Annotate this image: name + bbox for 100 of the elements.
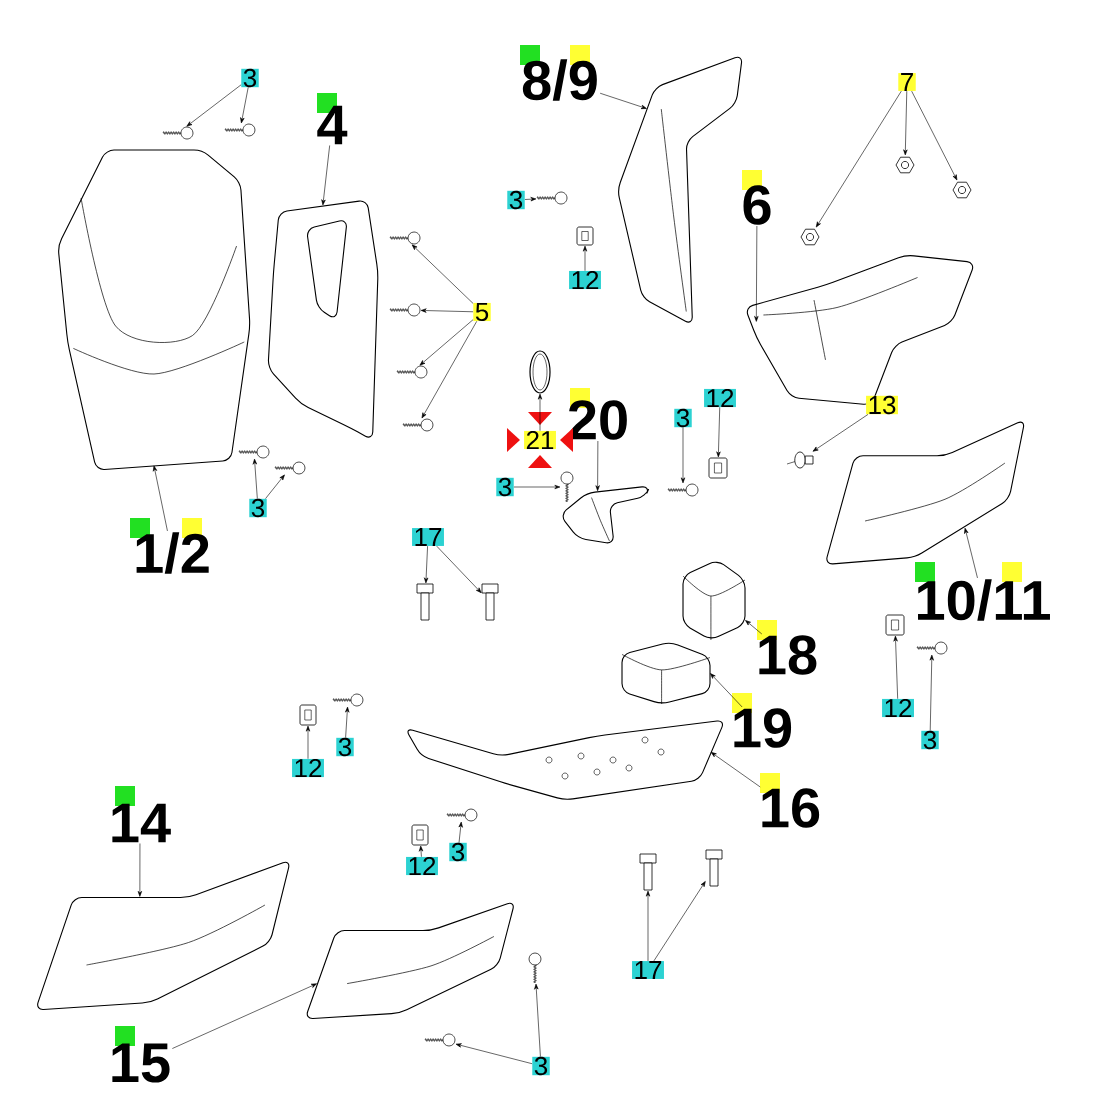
nut-icon	[800, 228, 820, 246]
callout-number: 12	[569, 270, 601, 290]
screw-icon	[224, 123, 256, 137]
screw-icon	[238, 445, 270, 459]
leader-line	[172, 983, 317, 1049]
leader-line	[421, 320, 478, 419]
ring-icon	[529, 350, 551, 394]
callout-number: 17	[632, 961, 664, 979]
nut-icon	[952, 181, 972, 199]
cover-drawing	[618, 56, 743, 323]
bolt-icon	[639, 853, 657, 891]
callout-number: 12	[882, 698, 914, 718]
screw-icon	[916, 641, 948, 655]
leader-line	[653, 881, 706, 962]
screw-icon	[536, 191, 568, 205]
panel-drawing	[37, 861, 290, 1011]
callout-number: 21	[524, 430, 556, 450]
leader-line	[524, 197, 537, 202]
callout-number: 3	[249, 498, 267, 518]
screw-icon	[667, 483, 699, 497]
screw-icon	[162, 126, 194, 140]
leader-line	[645, 890, 651, 962]
leader-line	[964, 527, 978, 579]
callout-number: 12	[292, 758, 324, 778]
panel-drawing	[306, 902, 514, 1020]
leader-line	[455, 1043, 533, 1064]
cover-drawing	[562, 486, 650, 544]
screw-icon	[274, 461, 306, 475]
callout-number: 3	[241, 68, 259, 88]
callout-number: 5	[473, 302, 491, 322]
callout-number: 7	[898, 73, 916, 91]
screw-icon	[560, 471, 574, 503]
leader-line	[424, 545, 429, 584]
leader-line	[812, 414, 869, 452]
leader-line	[152, 465, 168, 532]
leader-line	[305, 725, 311, 760]
callout-number: 12	[406, 856, 438, 876]
callout-number: 13	[866, 395, 898, 415]
leader-line	[411, 244, 474, 304]
bolt-icon	[481, 583, 499, 621]
leader-line	[582, 245, 588, 272]
screw-icon	[424, 1033, 456, 1047]
bracket-drawing	[682, 561, 746, 641]
leader-line	[716, 406, 721, 458]
screw-icon	[528, 952, 542, 984]
leader-line	[240, 87, 249, 124]
leader-line	[265, 474, 285, 499]
floorboard-drawing	[407, 720, 723, 800]
leader-line	[137, 843, 142, 897]
leader-line	[893, 635, 898, 700]
leader-line	[929, 654, 934, 731]
clip-icon	[576, 226, 594, 246]
leader-line	[420, 308, 474, 313]
callout-number: 10/11	[915, 562, 1050, 621]
callout-number: 3	[336, 737, 354, 757]
callout-number: 8/9	[520, 45, 597, 101]
leader-line	[599, 92, 647, 109]
leader-line	[815, 90, 902, 228]
screw-icon	[446, 808, 478, 822]
callout-number: 3	[674, 408, 692, 428]
leader-line	[513, 484, 561, 490]
leader-line	[418, 845, 424, 858]
callout-number: 16	[760, 773, 820, 828]
leader-line	[436, 545, 482, 594]
leader-line	[680, 427, 686, 484]
clip-icon	[708, 457, 728, 479]
callout-number: 3	[496, 477, 514, 497]
callout-number: 3	[507, 190, 525, 210]
nut-icon	[895, 156, 915, 174]
leader-line	[903, 90, 908, 156]
leader-line	[186, 84, 242, 127]
callout-number: 15	[112, 1026, 170, 1083]
inner-shield-drawing	[267, 200, 379, 438]
callout-number: 20	[568, 388, 627, 440]
screw-icon	[396, 365, 428, 379]
screw-icon	[389, 303, 421, 317]
leader-line	[534, 983, 541, 1057]
callout-number: 19	[732, 693, 792, 748]
callout-number: 3	[532, 1056, 550, 1076]
callout-number: 14	[112, 786, 171, 843]
callout-number: 6	[742, 170, 771, 225]
bolt-icon	[416, 583, 434, 621]
leader-line	[595, 440, 600, 492]
leader-line	[710, 752, 761, 788]
leader-line	[252, 458, 258, 499]
bracket-drawing	[621, 642, 711, 705]
clip-icon	[299, 704, 317, 726]
callout-number: 17	[412, 528, 444, 546]
leader-line	[754, 225, 759, 322]
callout-number: 3	[921, 730, 939, 750]
leader-line	[321, 145, 330, 206]
front-shield-drawing	[58, 149, 251, 470]
leader-line	[458, 821, 463, 843]
callout-number: 4	[317, 93, 348, 145]
screw-icon	[332, 693, 364, 707]
callout-number: 18	[757, 620, 817, 675]
leader-line	[710, 673, 743, 708]
leader-line	[745, 620, 763, 635]
clip-icon	[411, 824, 429, 846]
leader-line	[419, 319, 474, 366]
